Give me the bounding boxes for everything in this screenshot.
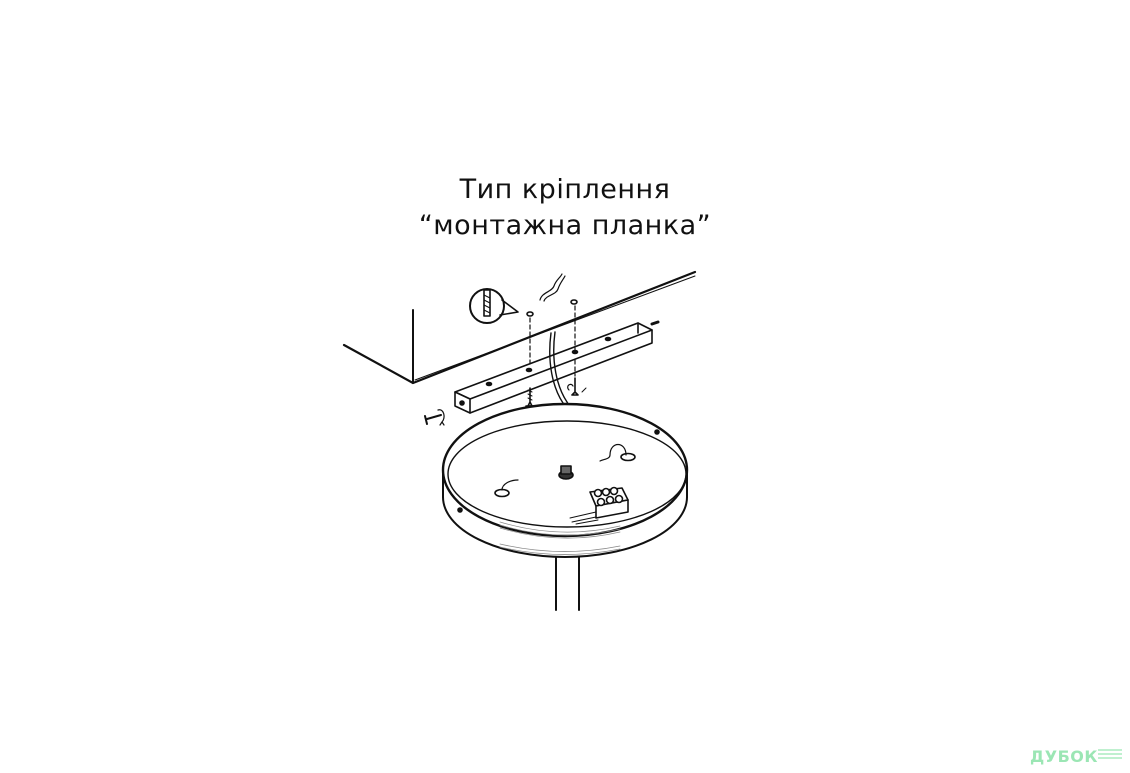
ceiling-canopy: [441, 402, 689, 558]
lamp-stem: [555, 556, 580, 611]
wall-plug-detail-icon: [469, 288, 519, 324]
terminal-block-icon: [569, 486, 629, 525]
side-screw-icon: [424, 320, 660, 426]
watermark-tagline: [1098, 749, 1122, 761]
title-line-1: Тип кріплення: [459, 174, 671, 205]
ceiling: [342, 270, 697, 385]
title-line-2: “монтажна планка”: [418, 210, 712, 241]
watermark-logo: ДУБОК: [1030, 747, 1098, 766]
screw-icon: [567, 377, 587, 396]
